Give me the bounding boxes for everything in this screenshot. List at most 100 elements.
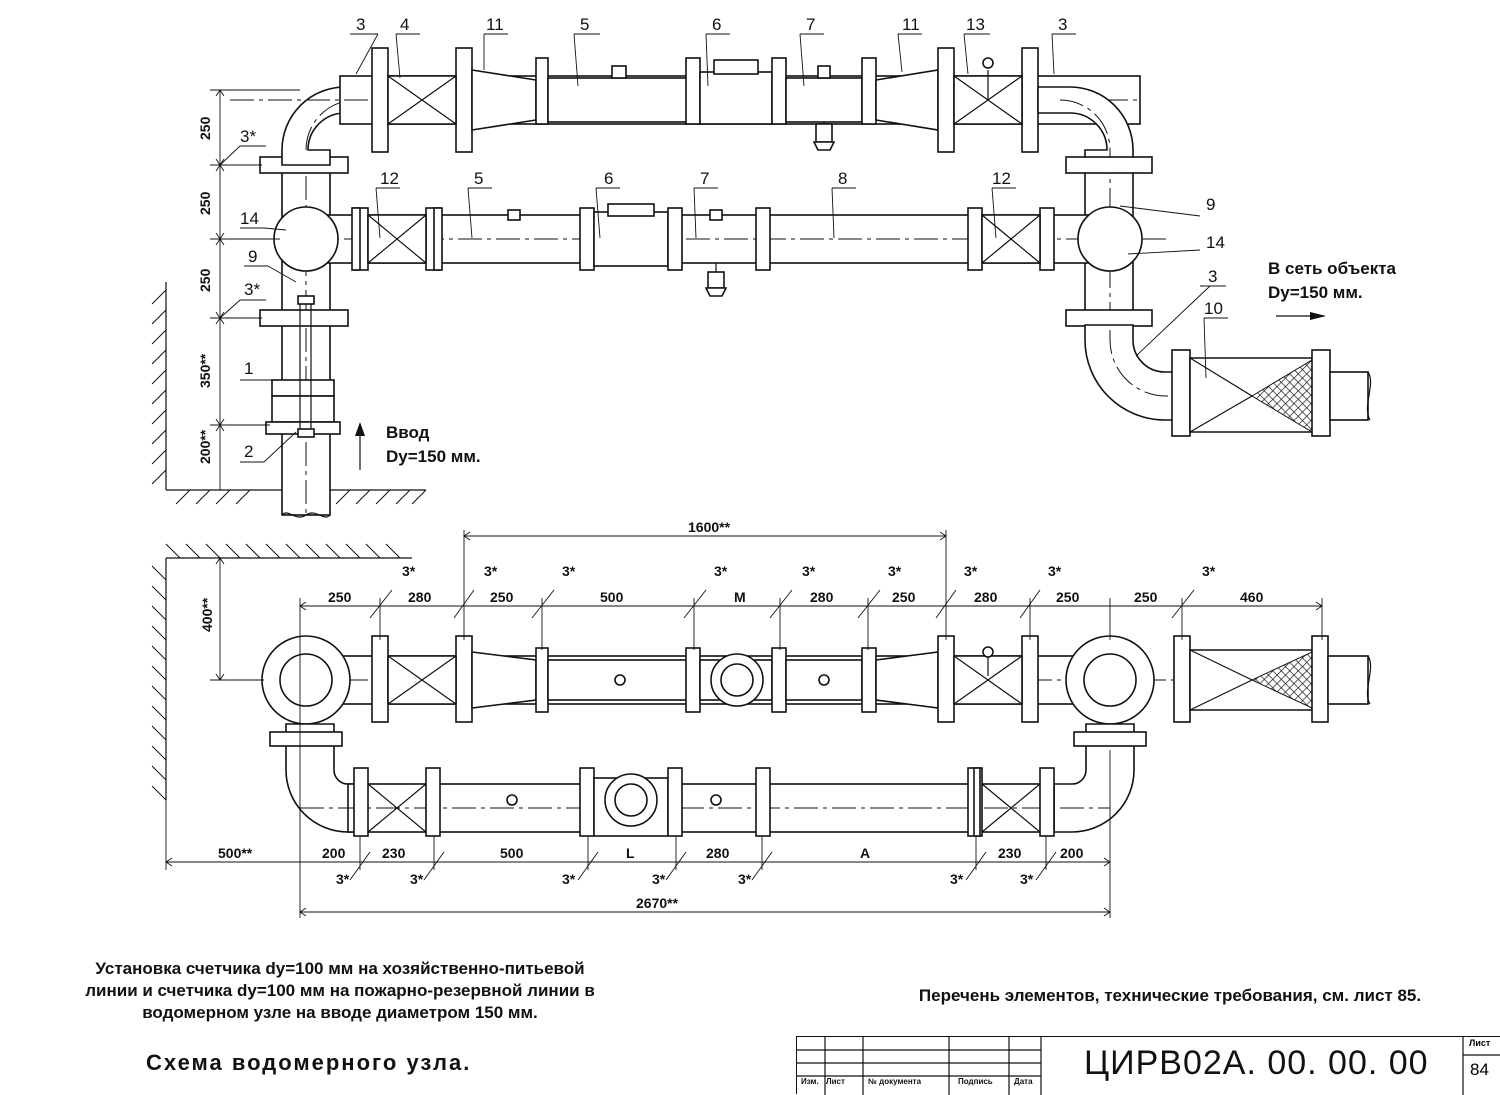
drawing-label: 500** xyxy=(218,845,253,861)
drawing-label: 11 xyxy=(902,15,920,34)
drawing-label: 10 xyxy=(1204,299,1223,318)
drawing-label: 500 xyxy=(500,845,524,861)
drawing-caption: Установка счетчика dy=100 мм на хозяйств… xyxy=(60,958,620,1024)
caption-line: Установка счетчика dy=100 мм на хозяйств… xyxy=(95,959,585,978)
drawing-label: 4 xyxy=(400,15,409,34)
inlet-title: Ввод xyxy=(386,423,430,442)
drawing-label: 3* xyxy=(240,127,256,146)
dim-250-b: 250 xyxy=(197,191,213,215)
drawing-label: 280 xyxy=(706,845,730,861)
drawing-label: 3* xyxy=(652,871,666,887)
drawing-label: 500 xyxy=(600,589,624,605)
drawing-label: 3* xyxy=(714,563,728,579)
drawing-label: 250 xyxy=(1056,589,1080,605)
caption-line: линии и счетчика dy=100 мм на пожарно-ре… xyxy=(85,981,595,1000)
drawing-label: 1 xyxy=(244,359,253,378)
drawing-label: 3 xyxy=(356,15,365,34)
drawing-label: 9 xyxy=(248,247,257,266)
drawing-label: 3 xyxy=(1208,267,1217,286)
drawing-label: 230 xyxy=(998,845,1022,861)
col-izm: Изм. xyxy=(801,1077,819,1086)
drawing-label: 3* xyxy=(738,871,752,887)
drawing-label: 9 xyxy=(1206,195,1215,214)
dim-250-c: 250 xyxy=(197,268,213,292)
drawing-label: 3* xyxy=(410,871,424,887)
drawing-label: 7 xyxy=(806,15,815,34)
drawing-label: 280 xyxy=(810,589,834,605)
reference-note: Перечень элементов, технические требован… xyxy=(918,986,1422,1005)
drawing-label: 3* xyxy=(562,563,576,579)
strainer-10 xyxy=(1171,349,1372,437)
drawing-label: 3* xyxy=(402,563,416,579)
drawing-label: 14 xyxy=(240,209,259,228)
plan-view: 1600** 400** 250 280 250 500 M 280 250 2… xyxy=(151,519,1372,918)
sheet-label: Лист xyxy=(1469,1038,1491,1048)
dim-250-a: 250 xyxy=(197,116,213,140)
drawing-label: 14 xyxy=(1206,233,1225,252)
drawing-label: 250 xyxy=(892,589,916,605)
middle-line xyxy=(230,203,1170,297)
drawing-label: 3* xyxy=(950,871,964,887)
drawing-label: 3* xyxy=(964,563,978,579)
drawing-label: 6 xyxy=(712,15,721,34)
dim-350: 350** xyxy=(197,353,213,388)
drawing-label: 3* xyxy=(244,280,260,299)
drawing-label: 3* xyxy=(1048,563,1062,579)
drawing-label: 250 xyxy=(490,589,514,605)
inlet-arrow xyxy=(355,422,365,470)
plan-upper-branch xyxy=(230,635,1372,725)
dim-400: 400** xyxy=(199,597,215,632)
caption-line: водомерном узле на вводе диаметром 150 м… xyxy=(142,1003,538,1022)
drawing-label: 11 xyxy=(486,15,504,34)
drawing-label: 3* xyxy=(1202,563,1216,579)
elevation-view: 250 250 250 350** 200** Ввод Dy=150 мм. … xyxy=(151,15,1397,518)
ground-hatch xyxy=(151,282,427,505)
drawing-label: 230 xyxy=(382,845,406,861)
drawing-label: 3* xyxy=(484,563,498,579)
drawing-label: 280 xyxy=(408,589,432,605)
outlet-title: В сеть объекта xyxy=(1268,259,1397,278)
drawing-label: 12 xyxy=(380,169,399,188)
dim-200: 200** xyxy=(197,429,213,464)
outlet-arrow xyxy=(1276,312,1326,320)
title-block xyxy=(796,1036,1500,1095)
plan-dimension-lines xyxy=(165,530,1323,918)
drawing-label: M xyxy=(734,589,746,605)
plan-upper-dims: 250 280 250 500 M 280 250 280 250 250 46… xyxy=(328,563,1264,605)
outlet-size: Dy=150 мм. xyxy=(1268,283,1363,302)
inlet-size: Dy=150 мм. xyxy=(386,447,481,466)
col-sign: Подпись xyxy=(958,1077,993,1086)
upper-line xyxy=(230,47,1141,153)
col-date: Дата xyxy=(1014,1077,1033,1086)
drawing-label: 3* xyxy=(1020,871,1034,887)
drawing-label: 250 xyxy=(328,589,352,605)
drawing-label: 12 xyxy=(992,169,1011,188)
drawing-label: 6 xyxy=(604,169,613,188)
dim-2670: 2670** xyxy=(636,895,679,911)
drawing-label: 200 xyxy=(1060,845,1084,861)
drawing-label: 3 xyxy=(1058,15,1067,34)
col-list: Лист xyxy=(826,1077,845,1086)
drawing-label: A xyxy=(860,845,870,861)
position-numbers: 3 4 11 5 6 7 11 13 3 12 5 6 7 8 12 14 9 … xyxy=(240,15,1225,461)
vertical-dimensions: 250 250 250 350** 200** xyxy=(197,89,300,490)
drawing-label: 200 xyxy=(322,845,346,861)
dim-1600: 1600** xyxy=(688,519,731,535)
scheme-title: Схема водомерного узла. xyxy=(146,1050,472,1075)
elbow-lower-right xyxy=(1084,324,1181,421)
drawing-label: 3* xyxy=(888,563,902,579)
meter-device-1 xyxy=(271,379,335,397)
drawing-label: 5 xyxy=(580,15,589,34)
col-doc: № документа xyxy=(868,1077,922,1086)
document-code: ЦИРВ02А. 00. 00. 00 xyxy=(1084,1044,1429,1082)
drawing-label: 5 xyxy=(474,169,483,188)
wall-hatch xyxy=(151,543,412,801)
drawing-label: 3* xyxy=(336,871,350,887)
drawing-label: 3* xyxy=(802,563,816,579)
plan-lower-branch xyxy=(300,767,1110,837)
plan-lower-dims: 500** 200 230 500 L 280 A 230 200 3* 3* … xyxy=(218,845,1084,911)
sheet-number: 84 xyxy=(1470,1060,1489,1079)
drawing-label: 250 xyxy=(1134,589,1158,605)
drawing-label: 7 xyxy=(700,169,709,188)
drawing-label: 8 xyxy=(838,169,847,188)
